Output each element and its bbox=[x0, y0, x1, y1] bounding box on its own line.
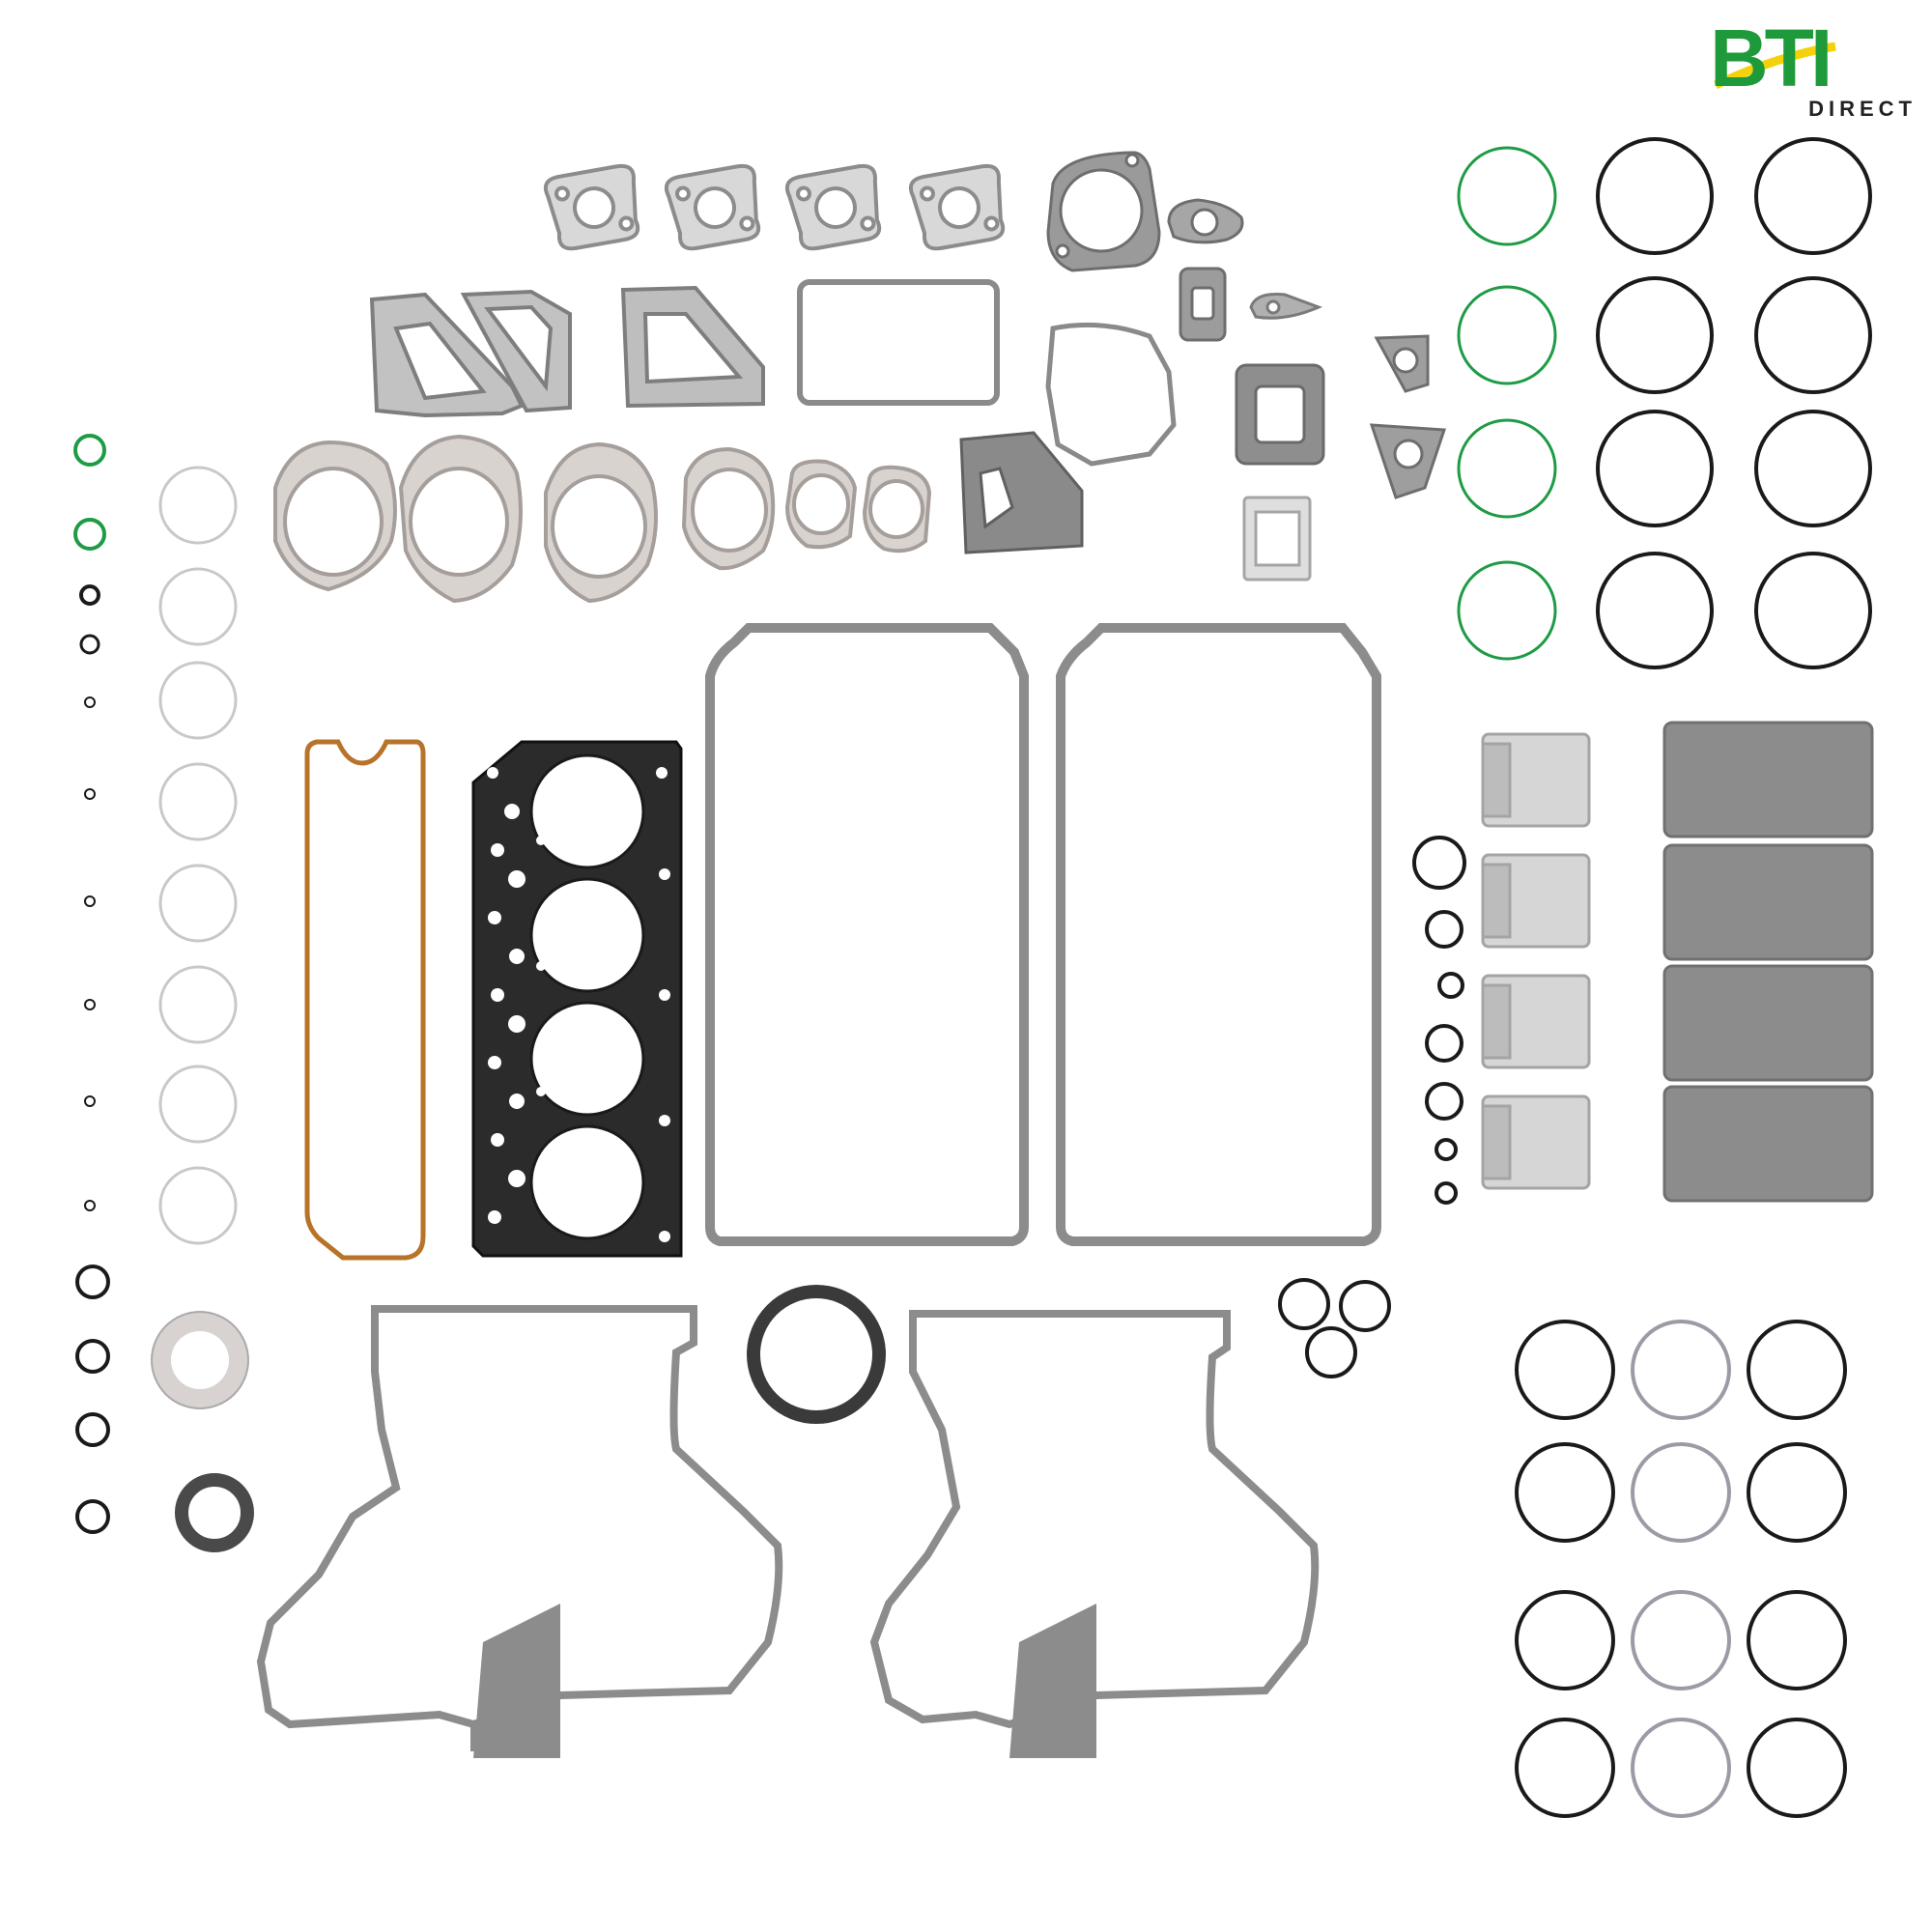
cylinder-liner-group bbox=[1662, 721, 1874, 1203]
intake-flange-gaskets bbox=[273, 434, 932, 604]
timing-cover-front-plate-right bbox=[1009, 1604, 1096, 1758]
light-oring-column bbox=[158, 466, 238, 1245]
exhaust-gasket-3 bbox=[784, 163, 882, 251]
intake-flange-1 bbox=[273, 440, 397, 592]
small-oval-gasket bbox=[1249, 293, 1323, 320]
oil-cooler-gasket-center bbox=[460, 289, 572, 413]
cylinder-liner-4 bbox=[1662, 1085, 1874, 1203]
timing-cover-gasket-right bbox=[869, 1310, 1320, 1729]
exhaust-gasket-4 bbox=[908, 163, 1006, 251]
water-pump-gasket bbox=[1046, 151, 1161, 272]
oil-cooler-gasket-left bbox=[369, 292, 525, 418]
brand-logo-mark bbox=[1714, 42, 1836, 90]
intake-flange-5 bbox=[784, 459, 858, 550]
side-gasket-triangle-1 bbox=[1374, 334, 1430, 393]
small-square-gasket bbox=[1179, 267, 1227, 342]
intake-flange-3 bbox=[544, 441, 658, 604]
piston-4 bbox=[1481, 1094, 1591, 1190]
cylinder-liner-3 bbox=[1662, 964, 1874, 1082]
exhaust-gasket-1 bbox=[543, 163, 640, 251]
brand-name: BTI bbox=[1710, 13, 1833, 103]
liner-packing-grid bbox=[1457, 137, 1872, 669]
left-oring-column bbox=[73, 434, 110, 1534]
exhaust-gasket-row bbox=[543, 163, 1006, 251]
front-plate-gasket bbox=[1045, 322, 1177, 467]
brand-logo: BTI DIRECT bbox=[1710, 17, 1922, 124]
cylinder-head-gasket bbox=[471, 740, 683, 1258]
oil-filter-header-gasket bbox=[620, 285, 765, 409]
oil-pan-gasket-left bbox=[705, 623, 1029, 1246]
timing-cover-front-plate-left bbox=[473, 1604, 560, 1758]
oil-pump-plate-gasket bbox=[959, 431, 1084, 554]
side-gasket-triangle-2 bbox=[1369, 423, 1447, 499]
outlet-gasket-top bbox=[1167, 198, 1244, 244]
cover-gasket-rect bbox=[797, 279, 1000, 406]
crankshaft-front-seal bbox=[175, 1473, 254, 1552]
piston-1 bbox=[1481, 732, 1591, 828]
intake-flange-6 bbox=[862, 465, 932, 554]
brand-sub: DIRECT bbox=[1808, 97, 1917, 121]
small-plate-gasket bbox=[1242, 496, 1312, 582]
lower-oring-grid bbox=[1515, 1320, 1847, 1818]
piston-2 bbox=[1481, 853, 1591, 949]
crankshaft-rear-seal bbox=[747, 1285, 886, 1424]
thrust-washer bbox=[151, 1311, 249, 1409]
intake-flange-4 bbox=[681, 446, 776, 571]
triple-oring-cluster bbox=[1278, 1278, 1391, 1378]
outlet-square-gasket bbox=[1235, 363, 1325, 466]
mid-oring-group bbox=[1412, 836, 1466, 1205]
oil-pan-gasket-right bbox=[1056, 623, 1381, 1246]
piston-group bbox=[1481, 732, 1591, 1190]
exhaust-gasket-2 bbox=[664, 163, 761, 251]
cylinder-liner-1 bbox=[1662, 721, 1874, 838]
piston-3 bbox=[1481, 974, 1591, 1069]
rocker-cover-gasket bbox=[304, 739, 426, 1261]
cylinder-liner-2 bbox=[1662, 843, 1874, 961]
intake-flange-2 bbox=[398, 434, 523, 604]
